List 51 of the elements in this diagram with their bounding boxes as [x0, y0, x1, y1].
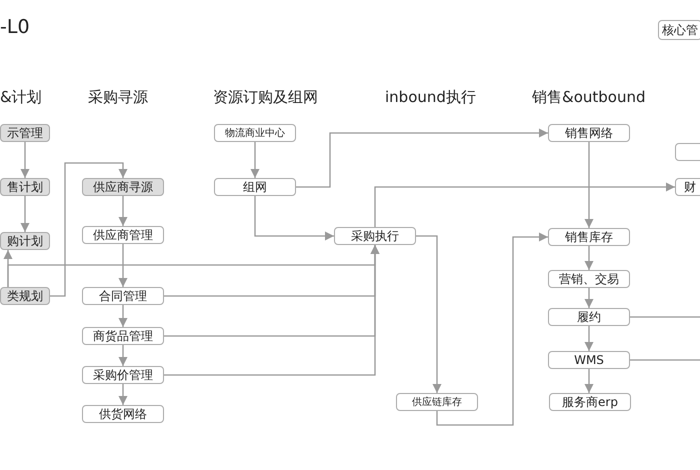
process-box: 财 — [675, 178, 700, 196]
arrow — [584, 326, 594, 351]
empty-box — [675, 143, 700, 161]
arrow — [118, 345, 128, 366]
arrow — [584, 369, 594, 393]
process-box: 售计划 — [0, 178, 50, 196]
column-heading: inbound执行 — [385, 88, 476, 107]
connector-line — [630, 316, 700, 318]
column-heading: 资源订购及组网 — [213, 88, 318, 107]
process-box: 销售库存 — [548, 228, 630, 246]
arrow — [436, 232, 548, 426]
arrow — [584, 246, 594, 270]
column-heading: 销售&outbound — [532, 88, 646, 107]
arrow — [254, 196, 334, 241]
connector-line — [630, 359, 700, 361]
process-box: 服务商erp — [549, 393, 631, 411]
arrow — [118, 244, 128, 287]
column-heading: &计划 — [0, 88, 42, 107]
arrow — [584, 142, 594, 228]
arrow — [296, 128, 548, 188]
process-box: 供应商寻源 — [82, 178, 164, 196]
process-box: 销售网络 — [548, 124, 630, 142]
title: -L0 — [0, 16, 30, 38]
process-box: 示管理 — [0, 124, 50, 142]
arrow — [416, 235, 442, 393]
arrow — [250, 142, 260, 178]
arrow — [20, 142, 30, 178]
arrow — [118, 305, 128, 327]
process-box: 商货品管理 — [82, 327, 164, 345]
process-box: 采购执行 — [334, 227, 416, 245]
arrow — [164, 245, 380, 376]
arrow — [374, 182, 675, 227]
process-box: WMS — [548, 351, 630, 369]
process-box: 营销、交易 — [548, 270, 630, 288]
column-heading: 采购寻源 — [88, 88, 148, 107]
process-box: 购计划 — [0, 232, 50, 250]
process-box: 组网 — [214, 178, 296, 196]
arrow — [118, 384, 128, 405]
process-box: 采购价管理 — [82, 366, 164, 384]
process-box: 供货网络 — [82, 405, 164, 423]
process-box: 核心管 — [658, 20, 700, 40]
process-box: 类规划 — [0, 287, 50, 305]
arrow — [50, 162, 128, 297]
arrow — [584, 288, 594, 308]
process-box: 供应链库存 — [396, 393, 478, 411]
process-box: 供应商管理 — [82, 226, 164, 244]
arrow — [20, 196, 30, 232]
arrow — [118, 196, 128, 226]
process-box: 履约 — [548, 308, 630, 326]
process-box: 物流商业中心 — [214, 124, 296, 142]
process-box: 合同管理 — [82, 287, 164, 305]
